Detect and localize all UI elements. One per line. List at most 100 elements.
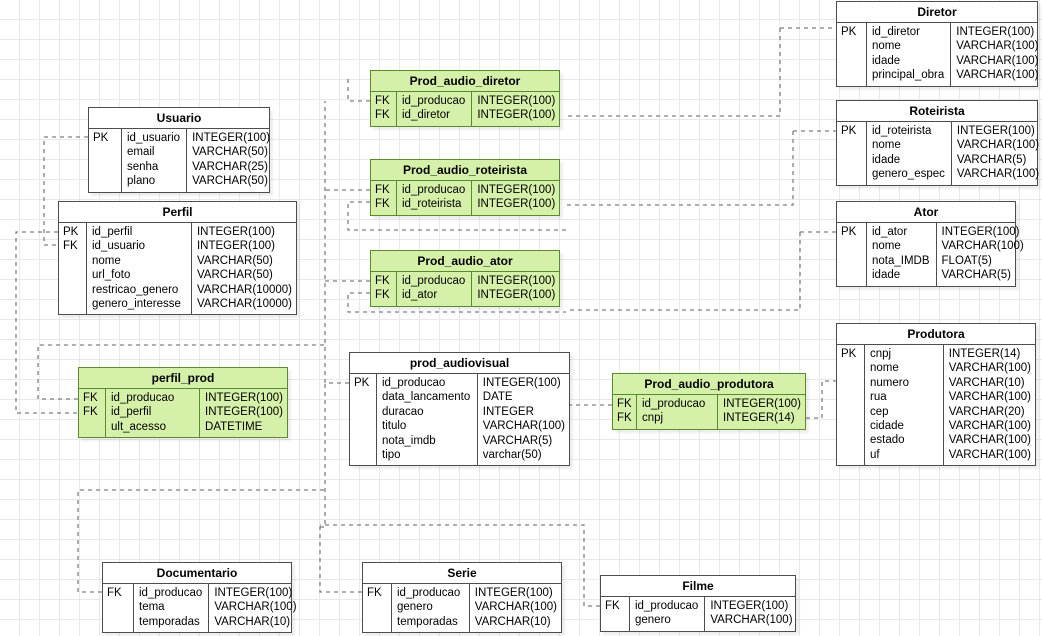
attribute-cell: genero (635, 614, 671, 627)
type-column-produtora: INTEGER(14)VARCHAR(100)VARCHAR(10)VARCHA… (944, 345, 1035, 465)
attribute-cell: cidade (870, 419, 904, 432)
type-cell: INTEGER(100) (956, 26, 1035, 38)
attribute-cell: tipo (382, 448, 401, 461)
type-cell: VARCHAR(100) (948, 362, 1031, 375)
type-column-serie: INTEGER(100)VARCHAR(100)VARCHAR(10) (470, 584, 561, 632)
type-cell: INTEGER(100) (477, 289, 556, 302)
attribute-cell: idade (872, 54, 901, 67)
type-column-diretor: INTEGER(100)VARCHAR(100)VARCHAR(100)VARC… (951, 23, 1042, 86)
link-prodaudiodiretor-producao (347, 76, 370, 102)
attribute-cell: id_producao (642, 398, 706, 410)
type-cell: INTEGER(100) (205, 406, 283, 419)
key-column-diretor: PK (837, 23, 867, 86)
type-cell: INTEGER(100) (474, 587, 553, 599)
attribute-cell: numero (870, 376, 909, 389)
type-column-perfil_prod: INTEGER(100)INTEGER(100)DATETIME (200, 389, 287, 437)
attribute-cell: ult_acesso (111, 420, 166, 433)
entity-title-serie: Serie (363, 563, 561, 584)
key-cell: PK (841, 26, 857, 38)
type-cell: VARCHAR(10000) (196, 283, 292, 296)
key-cell: FK (83, 406, 98, 419)
attribute-cell: id_ator (872, 226, 908, 238)
entity-title-prod_audio_roteirista: Prod_audio_roteirista (371, 160, 559, 181)
attribute-cell: idade (872, 153, 901, 166)
attribute-cell: cnpj (870, 348, 892, 360)
entity-title-perfil: Perfil (59, 202, 296, 223)
type-cell: VARCHAR(100) (956, 54, 1039, 67)
type-column-perfil: INTEGER(100)INTEGER(100)VARCHAR(50)VARCH… (192, 223, 296, 314)
key-cell: FK (367, 587, 382, 599)
attribute-cell: id_diretor (872, 26, 920, 38)
type-column-usuario: INTEGER(100)VARCHAR(50)VARCHAR(25)VARCHA… (187, 129, 274, 192)
key-cell: PK (354, 377, 370, 389)
entity-title-diretor: Diretor (837, 2, 1037, 23)
type-cell: INTEGER(100) (941, 226, 1020, 238)
link-prodaudioprodutora-produtora (806, 380, 836, 419)
attribute-cell: nome (872, 240, 901, 253)
type-cell: INTEGER(100) (477, 275, 556, 287)
attribute-cell: cnpj (642, 412, 664, 425)
entity-title-perfil_prod: perfil_prod (79, 368, 287, 389)
type-cell: VARCHAR(100) (941, 240, 1024, 253)
type-cell: VARCHAR(50) (196, 269, 273, 282)
entity-title-roteirista: Roteirista (837, 101, 1037, 122)
key-cell: PK (841, 348, 857, 360)
type-cell: FLOAT(5) (941, 254, 992, 267)
attribute-cell: idade (872, 269, 901, 282)
entity-title-prod_audiovisual: prod_audiovisual (350, 353, 569, 374)
key-cell: PK (63, 226, 79, 238)
type-cell: VARCHAR(100) (956, 168, 1040, 181)
type-cell: INTEGER(100) (205, 392, 283, 404)
type-cell: INTEGER(100) (196, 226, 275, 238)
entity-title-usuario: Usuario (89, 108, 269, 129)
type-cell: VARCHAR(5) (482, 434, 553, 447)
attribute-cell: email (127, 146, 155, 159)
type-cell: INTEGER(100) (723, 398, 801, 410)
attribute-cell: id_producao (111, 392, 175, 404)
link-serie-producao (319, 526, 362, 593)
type-cell: VARCHAR(100) (214, 601, 297, 614)
type-cell: VARCHAR(100) (948, 391, 1031, 404)
type-column-documentario: INTEGER(100)VARCHAR(100)VARCHAR(10) (209, 584, 300, 632)
type-cell: VARCHAR(10) (948, 376, 1025, 389)
type-cell: VARCHAR(10) (474, 615, 551, 628)
link-perfil-usuario (43, 136, 88, 246)
attribute-cell: estado (870, 434, 905, 447)
attribute-cell: id_perfil (92, 226, 133, 238)
key-column-usuario: PK (89, 129, 122, 192)
type-cell: VARCHAR(100) (710, 614, 793, 627)
type-cell: VARCHAR(25) (192, 160, 268, 173)
attribute-cell: principal_obra (872, 69, 945, 82)
attribute-cell: id_diretor (402, 109, 450, 122)
type-cell: INTEGER(100) (477, 198, 556, 211)
type-cell: VARCHAR(20) (948, 405, 1025, 418)
